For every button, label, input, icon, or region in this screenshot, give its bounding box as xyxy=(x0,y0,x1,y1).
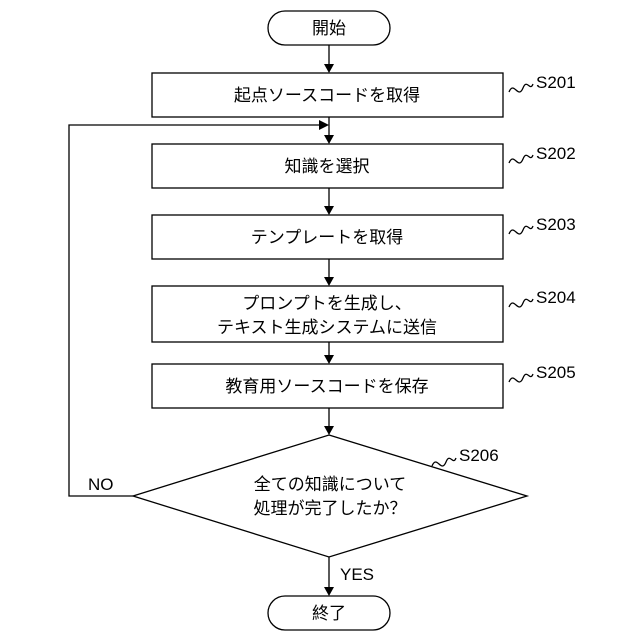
yes-label: YES xyxy=(340,565,374,584)
step-s201-id: S201 xyxy=(536,73,576,92)
step-s205-text: 教育用ソースコードを保存 xyxy=(225,377,428,397)
step-s203-text: テンプレートを取得 xyxy=(251,228,404,248)
decision-s206-text-line1: 全ての知識について xyxy=(254,475,407,495)
no-label: NO xyxy=(88,475,114,494)
step-s201: 起点ソースコードを取得 S201 xyxy=(152,73,576,117)
start-label: 開始 xyxy=(312,19,346,39)
decision-s206-text-line2: 処理が完了したか？ xyxy=(254,499,407,519)
end-terminal: 終了 xyxy=(268,596,390,630)
step-s203: テンプレートを取得 S203 xyxy=(152,215,576,259)
start-terminal: 開始 xyxy=(268,11,390,45)
step-s201-text: 起点ソースコードを取得 xyxy=(234,86,420,106)
end-label: 終了 xyxy=(312,604,346,624)
step-s205-id: S205 xyxy=(536,363,576,382)
decision-s206: 全ての知識について 処理が完了したか？ S206 xyxy=(133,435,527,557)
step-s202-id: S202 xyxy=(536,144,576,163)
step-s202: 知識を選択 S202 xyxy=(152,144,576,188)
step-s202-text: 知識を選択 xyxy=(285,157,370,177)
step-s204-id: S204 xyxy=(536,288,576,307)
decision-s206-id: S206 xyxy=(459,446,499,465)
step-s204-text-line1: プロンプトを生成し、 xyxy=(242,294,412,314)
step-s204-text-line2: テキスト生成システムに送信 xyxy=(217,318,437,338)
step-s205: 教育用ソースコードを保存 S205 xyxy=(152,363,576,408)
step-s204: プロンプトを生成し、 テキスト生成システムに送信 S204 xyxy=(152,286,576,342)
step-s203-id: S203 xyxy=(536,215,576,234)
